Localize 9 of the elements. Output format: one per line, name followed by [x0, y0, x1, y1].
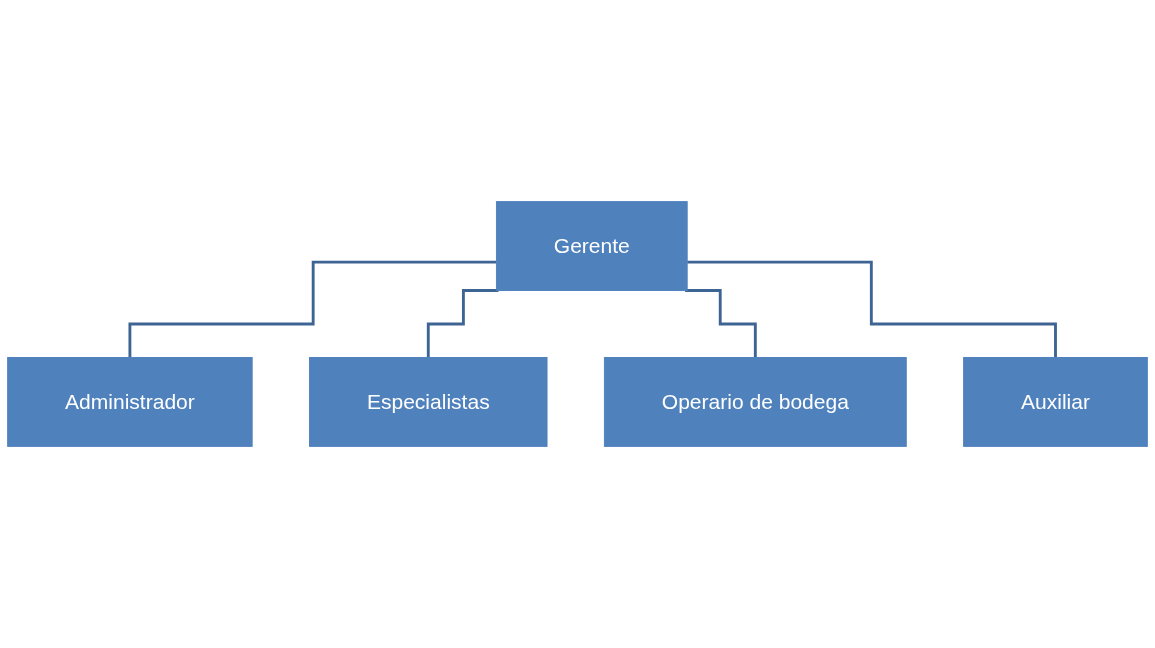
node-box: Gerente — [495, 201, 688, 291]
connector — [687, 260, 1057, 359]
connector — [426, 289, 499, 359]
connector — [685, 289, 757, 359]
node-box: Operario de bodega — [603, 357, 907, 447]
node-box: Administrador — [7, 357, 253, 447]
node-box: Especialistas — [309, 357, 548, 447]
connector — [128, 260, 497, 359]
node-box: Auxiliar — [963, 357, 1148, 447]
